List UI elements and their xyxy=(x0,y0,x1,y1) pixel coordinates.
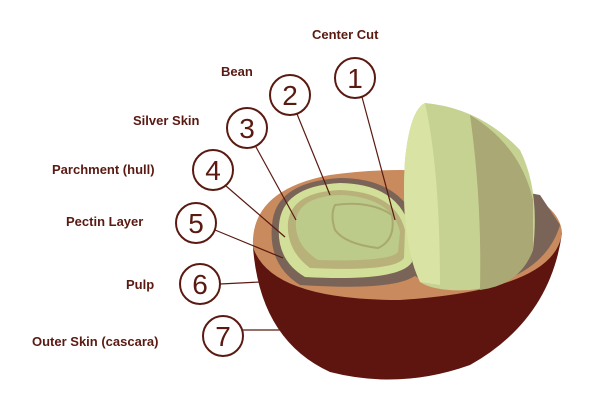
marker-7: 7 xyxy=(202,315,244,357)
svg-text:1: 1 xyxy=(347,63,363,94)
svg-text:4: 4 xyxy=(205,155,221,186)
leader-4 xyxy=(225,185,286,238)
svg-text:6: 6 xyxy=(192,269,208,300)
marker-5: 5 xyxy=(175,202,217,244)
leader-3 xyxy=(255,146,297,221)
marker-4: 4 xyxy=(192,149,234,191)
marker-1: 1 xyxy=(334,57,376,99)
svg-text:5: 5 xyxy=(188,208,204,239)
leader-5 xyxy=(214,229,284,259)
label-center-cut: Center Cut xyxy=(312,27,379,42)
leader-1 xyxy=(361,96,396,221)
marker-6: 6 xyxy=(179,263,221,305)
marker-3: 3 xyxy=(226,107,268,149)
bean-right-light xyxy=(404,103,440,285)
svg-text:3: 3 xyxy=(239,113,255,144)
bean-flesh xyxy=(295,195,400,261)
label-outer-skin: Outer Skin (cascara) xyxy=(32,334,158,349)
svg-text:7: 7 xyxy=(215,321,231,352)
leader-2 xyxy=(296,113,331,196)
label-pulp: Pulp xyxy=(126,277,154,292)
label-bean: Bean xyxy=(221,64,253,79)
svg-text:2: 2 xyxy=(282,80,298,111)
center-cut xyxy=(331,202,394,250)
label-pectin-layer: Pectin Layer xyxy=(66,214,143,229)
label-silver-skin: Silver Skin xyxy=(133,113,200,128)
label-parchment: Parchment (hull) xyxy=(52,162,155,177)
bean-right-shade xyxy=(470,115,533,290)
leader-6 xyxy=(219,281,261,285)
marker-2: 2 xyxy=(269,74,311,116)
